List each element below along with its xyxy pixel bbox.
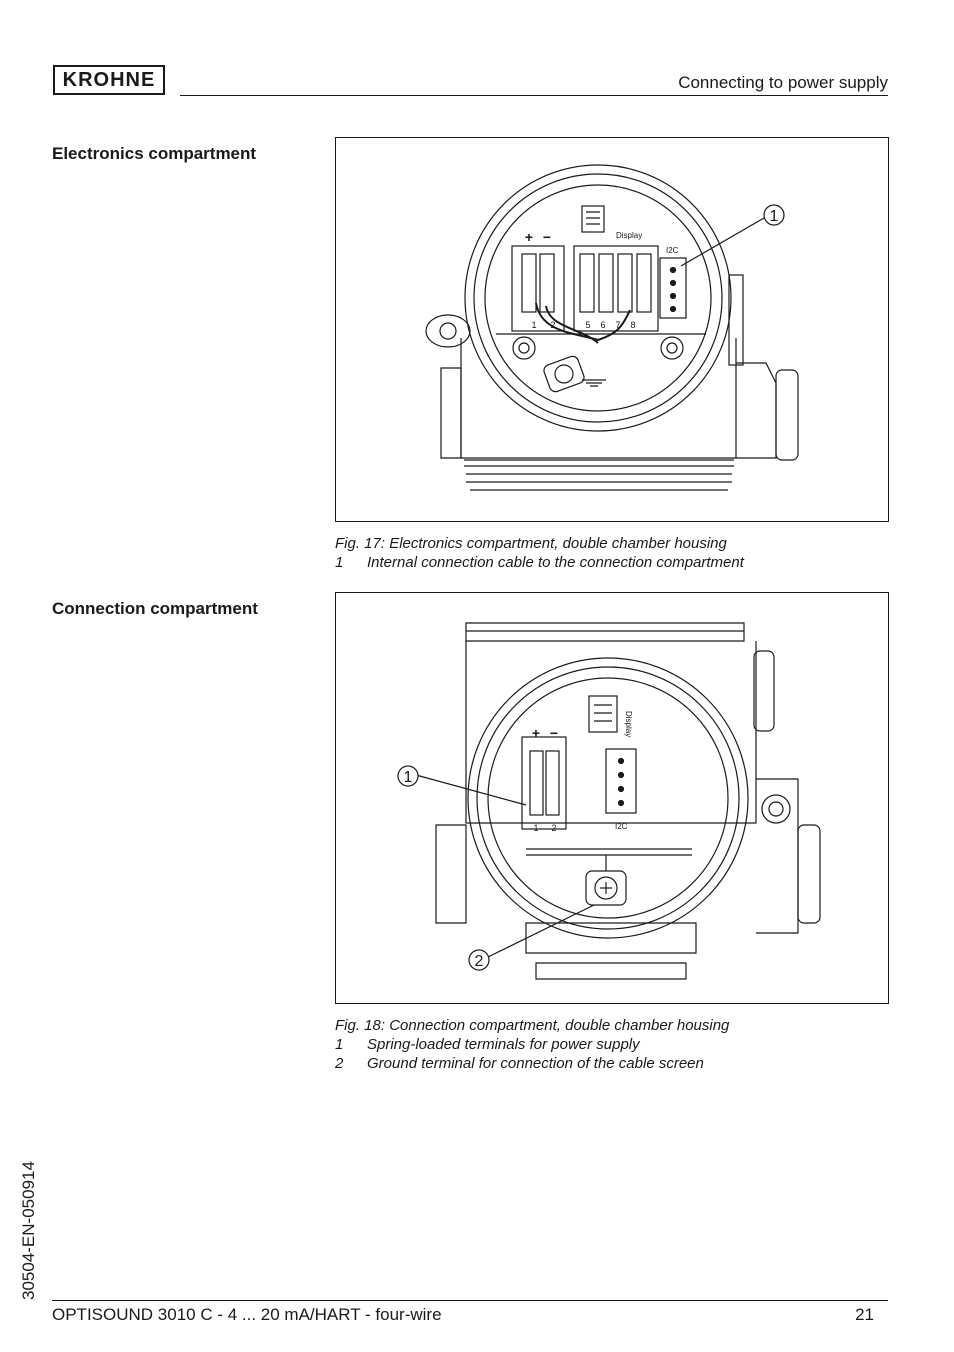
caption-item-text: Spring-loaded terminals for power supply	[367, 1036, 640, 1053]
callout-circle-1	[397, 765, 419, 787]
section-heading-electronics: Electronics compartment	[52, 144, 257, 163]
electronics-compartment-drawing: 1 Display I2C + − 1 2 5 6 7 8	[425, 164, 799, 491]
caption-title: Fig. 17: Electronics compartment, double…	[335, 535, 727, 552]
caption-item: 2 Ground terminal for connection of the c…	[335, 1054, 729, 1073]
terminal-label: 8	[630, 320, 635, 330]
terminal-label: 2	[550, 320, 555, 330]
figure-electronics-compartment: 1 Display I2C + − 1 2 5 6 7 8	[335, 137, 889, 522]
caption-item-number: 1	[335, 1036, 344, 1053]
terminal-label: 1	[533, 823, 538, 833]
footer-title: OPTISOUND 3010 C - 4 ... 20 mA/HART - fo…	[52, 1305, 442, 1324]
terminal-label: 1	[531, 320, 536, 330]
callout-1: 1	[770, 208, 779, 225]
page-number: 21	[855, 1305, 874, 1324]
document-id: 30504-EN-050914	[19, 1161, 38, 1300]
callout-circle-1	[763, 204, 785, 226]
terminal-label: 5	[585, 320, 590, 330]
display-label: Display	[616, 231, 642, 240]
callout-2: 2	[475, 953, 484, 970]
plus-label: +	[525, 229, 533, 245]
figure-17-caption: Fig. 17: Electronics compartment, double…	[335, 534, 744, 572]
caption-item: 1 Internal connection cable to the connec…	[335, 553, 744, 572]
callout-circle-2	[468, 949, 490, 971]
plus-label: +	[532, 725, 540, 741]
section-heading-connection: Connection compartment	[52, 599, 258, 618]
display-label: Display	[624, 711, 633, 737]
figure-18-caption: Fig. 18: Connection compartment, double …	[335, 1016, 729, 1073]
terminal-label: 7	[615, 320, 620, 330]
terminal-label: 2	[551, 823, 556, 833]
footer-rule	[52, 1300, 888, 1301]
connection-compartment-drawing: 1 2 Display I2C + − 1 2	[397, 622, 821, 980]
i2c-label: I2C	[615, 822, 628, 831]
caption-item-text: Ground terminal for connection of the ca…	[367, 1055, 704, 1072]
page-header-title: Connecting to power supply	[678, 73, 888, 92]
krohne-logo: KROHNE	[53, 65, 165, 95]
callout-1: 1	[404, 769, 413, 786]
minus-label: −	[543, 229, 551, 245]
caption-item-number: 2	[335, 1055, 344, 1072]
caption-item-text: Internal connection cable to the connect…	[367, 554, 744, 571]
caption-item-number: 1	[335, 554, 344, 571]
i2c-label: I2C	[666, 246, 679, 255]
minus-label: −	[550, 725, 558, 741]
terminal-label: 6	[600, 320, 605, 330]
caption-item: 1 Spring-loaded terminals for power suppl…	[335, 1035, 729, 1054]
figure-connection-compartment: 1 2 Display I2C + − 1 2	[335, 592, 889, 1004]
header-rule	[180, 95, 888, 96]
caption-title: Fig. 18: Connection compartment, double …	[335, 1017, 730, 1034]
